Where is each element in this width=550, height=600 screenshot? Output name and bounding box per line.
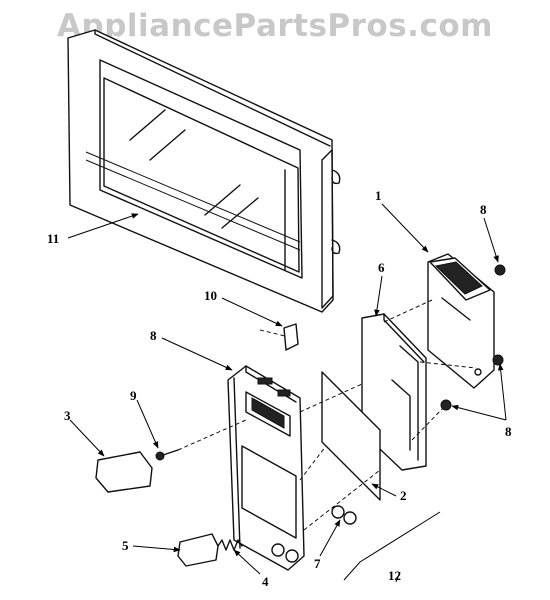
latch-button [177,533,219,567]
callout-11: 11 [47,231,59,246]
control-board [427,253,495,389]
leader-lines [67,203,507,583]
callout-8-left: 8 [150,328,157,343]
callout-5: 5 [122,538,129,553]
callout-12: 12 [388,568,401,583]
watermark-text: AppliancePartsPros.com [57,8,493,44]
callout-10: 10 [204,288,217,303]
ring-part [331,505,357,525]
callout-6: 6 [378,260,385,275]
small-button-part [283,323,299,351]
insulator-sheet [321,371,381,501]
callout-2: 2 [400,488,407,503]
control-panel-frame [227,365,305,571]
door-panel [67,29,341,313]
callout-3: 3 [64,408,71,423]
callout-7: 7 [314,556,321,571]
spring-part [217,539,243,551]
release-cover [95,451,153,493]
callout-8-top: 8 [480,202,487,217]
callout-8-right: 8 [505,424,512,439]
assembly-guide-lines [177,299,477,531]
callout-9: 9 [130,388,137,403]
callout-4: 4 [262,574,269,589]
callout-1: 1 [375,188,382,203]
callout-labels: 11 1 8 10 6 8 9 3 8 2 5 4 7 12 [47,188,512,589]
